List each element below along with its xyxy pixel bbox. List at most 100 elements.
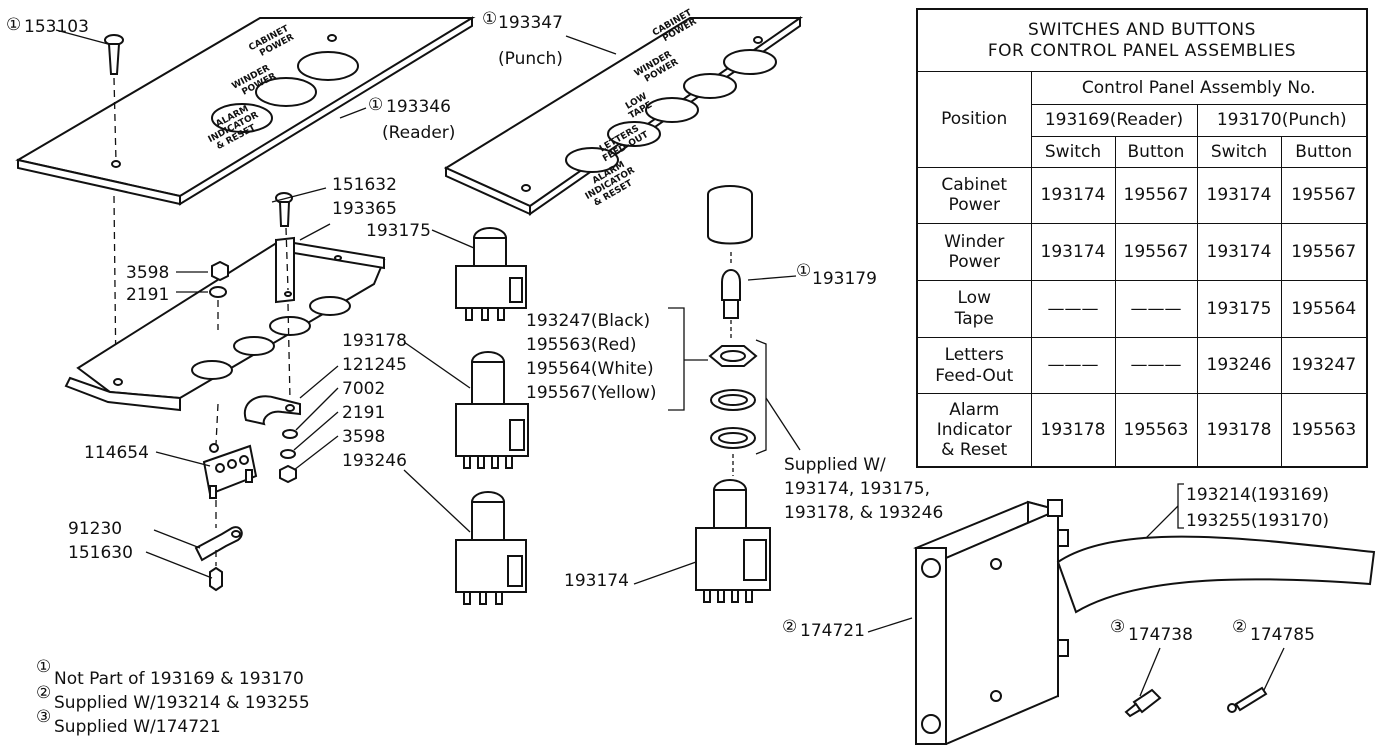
- row-position: Letters Feed-Out: [916, 336, 1032, 395]
- label-cable-193214: 193214(193169): [1186, 485, 1329, 505]
- label-lamp-193179: 193179: [812, 269, 877, 289]
- hex-nut-ring: [708, 345, 758, 476]
- table-row: Cabinet Power 193174 195567 193174 19556…: [916, 166, 1368, 225]
- footnote-marker-0: ①: [36, 657, 51, 677]
- table-title-line1: SWITCHES AND BUTTONS: [1028, 20, 1256, 41]
- table-cell: 195563: [1280, 393, 1368, 468]
- switch-193175: [455, 227, 527, 321]
- row-position: Alarm Indicator & Reset: [916, 393, 1032, 468]
- table-cell: 193247: [1280, 336, 1368, 395]
- label-washer-2191-upper: 2191: [126, 285, 169, 305]
- table-cell: 195564: [1280, 280, 1368, 338]
- marker-two-pin: ②: [1232, 617, 1247, 637]
- table-cell: 195563: [1114, 393, 1198, 468]
- button-cap: [707, 185, 753, 245]
- lamp-193179: [721, 252, 741, 340]
- marker-one-screw: ①: [6, 15, 21, 35]
- marker-one-reader: ①: [368, 95, 383, 115]
- switch-193178: [455, 351, 529, 469]
- label-button-white: 195564(White): [526, 359, 654, 379]
- row-position: Winder Power: [916, 223, 1032, 282]
- table-cell: ———: [1030, 336, 1116, 395]
- assembly-reader-header: 193169(Reader): [1030, 103, 1198, 138]
- assembly-punch-header: 193170(Punch): [1196, 103, 1368, 138]
- table-cell: ———: [1114, 336, 1198, 395]
- label-switch-193175: 193175: [366, 221, 431, 241]
- label-screw-151630: 151630: [68, 543, 133, 563]
- table-row: Letters Feed-Out ——— ——— 193246 193247: [916, 336, 1368, 395]
- table-row: Winder Power 193174 195567 193174 195567: [916, 223, 1368, 282]
- table-cell: 193174: [1030, 223, 1116, 282]
- label-panel-reader-no: 193346: [386, 97, 451, 117]
- label-spacer-7002: 7002: [342, 379, 385, 399]
- marker-one-lamp: ①: [796, 261, 811, 281]
- row-position: Low Tape: [916, 280, 1032, 338]
- table-cell: 195567: [1280, 166, 1368, 225]
- nut-washer-upper: [209, 260, 229, 330]
- screw-153103: [104, 34, 124, 163]
- table-cell: 193174: [1030, 166, 1116, 225]
- col-header-switch: Switch: [1030, 136, 1116, 168]
- position-header: Position: [916, 71, 1032, 168]
- table-title: SWITCHES AND BUTTONS FOR CONTROL PANEL A…: [916, 8, 1368, 73]
- pin-174738: [1124, 688, 1162, 718]
- label-screw-193365: 193365: [332, 199, 397, 219]
- pin-174785: [1227, 686, 1268, 713]
- label-relay-174721: 174721: [800, 621, 865, 641]
- marker-one-punch: ①: [482, 9, 497, 29]
- label-supplied-with-2: 193178, & 193246: [784, 503, 943, 523]
- col-header-button: Button: [1280, 136, 1368, 168]
- marker-two-relay: ②: [782, 617, 797, 637]
- label-switch-193174: 193174: [564, 571, 629, 591]
- label-lug-91230: 91230: [68, 519, 122, 539]
- label-screw-151632: 151632: [332, 175, 397, 195]
- label-switch-193246: 193246: [342, 451, 407, 471]
- clip-assembly: [243, 395, 301, 484]
- label-switch-193178: 193178: [342, 331, 407, 351]
- table-cell: 195567: [1114, 166, 1198, 225]
- marker-three-pin: ③: [1110, 617, 1125, 637]
- label-washer-2191-lower: 2191: [342, 403, 385, 423]
- label-panel-punch-name: (Punch): [498, 49, 563, 69]
- label-clip-121245: 121245: [342, 355, 407, 375]
- table-cell: 193174: [1196, 166, 1282, 225]
- footnote-text-0: Not Part of 193169 & 193170: [54, 669, 304, 689]
- label-nut-3598-lower: 3598: [342, 427, 385, 447]
- table-cell: ———: [1030, 280, 1116, 338]
- table-cell: 193178: [1030, 393, 1116, 468]
- label-supplied-with-0: Supplied W/: [784, 455, 886, 475]
- switches-buttons-table: SWITCHES AND BUTTONS FOR CONTROL PANEL A…: [916, 8, 1368, 468]
- table-cell: 195567: [1280, 223, 1368, 282]
- switch-193246: [455, 491, 527, 605]
- col-header-button: Button: [1114, 136, 1198, 168]
- table-row: Alarm Indicator & Reset 193178 195563 19…: [916, 393, 1368, 468]
- relay-174721: [913, 499, 1376, 745]
- table-cell: 195567: [1114, 223, 1198, 282]
- terminal-block-114654: [202, 403, 258, 528]
- reader-panel-plate: CABINET POWER WINDER POWER ALARM INDICAT…: [15, 16, 476, 206]
- table-cell: 193174: [1196, 223, 1282, 282]
- footnote-marker-2: ③: [36, 707, 51, 727]
- punch-panel-plate: CABINET POWER WINDER POWER LOW TAPE LETT…: [443, 8, 804, 216]
- col-header-switch: Switch: [1196, 136, 1282, 168]
- table-title-line2: FOR CONTROL PANEL ASSEMBLIES: [987, 40, 1297, 61]
- label-cable-193255: 193255(193170): [1186, 511, 1329, 531]
- table-row: Low Tape ——— ——— 193175 195564: [916, 280, 1368, 338]
- table-cell: 193178: [1196, 393, 1282, 468]
- table-cell: ———: [1114, 280, 1198, 338]
- label-terminal-114654: 114654: [84, 443, 149, 463]
- label-button-black: 193247(Black): [526, 311, 650, 331]
- table-cell: 193246: [1196, 336, 1282, 395]
- label-button-red: 195563(Red): [526, 335, 636, 355]
- lug-91230: [194, 526, 243, 592]
- label-nut-3598-upper: 3598: [126, 263, 169, 283]
- footnote-text-2: Supplied W/174721: [54, 717, 221, 737]
- mounting-bracket: [64, 236, 386, 412]
- row-position: Cabinet Power: [916, 166, 1032, 225]
- screw-151632: [275, 192, 293, 401]
- footnote-marker-1: ②: [36, 683, 51, 703]
- switch-193174: [695, 479, 771, 603]
- label-panel-reader-name: (Reader): [382, 123, 455, 143]
- label-supplied-with-1: 193174, 193175,: [784, 479, 930, 499]
